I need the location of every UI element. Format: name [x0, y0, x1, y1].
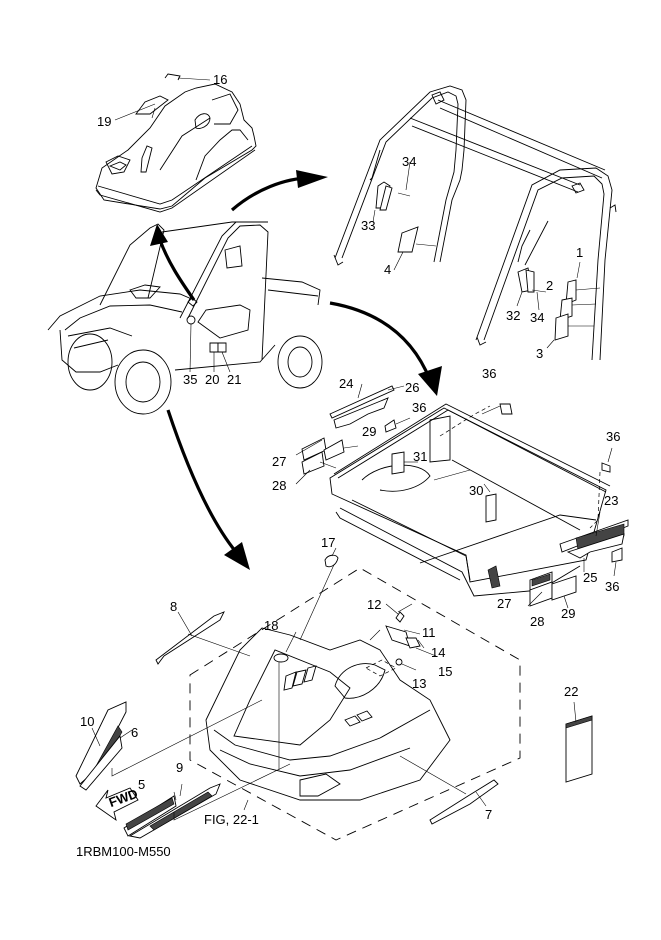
callout-8: 8	[170, 599, 177, 614]
callout-36-bed-center: 36	[482, 366, 496, 381]
roll-cage	[333, 85, 617, 361]
arrow-to-console	[150, 224, 196, 301]
callout-28-left: 28	[272, 478, 286, 493]
callout-17: 17	[321, 535, 335, 550]
callout-5: 5	[138, 777, 145, 792]
callout-21: 21	[227, 372, 241, 387]
callout-11: 11	[422, 625, 436, 640]
callout-30: 30	[469, 483, 483, 498]
callout-26: 26	[405, 380, 419, 395]
callout-36-bed-top: 36	[412, 400, 426, 415]
callout-33: 33	[361, 218, 375, 233]
callout-13: 13	[412, 676, 426, 691]
vehicle-overview	[47, 221, 323, 415]
callout-31: 31	[413, 449, 427, 464]
callout-7: 7	[485, 807, 492, 822]
fig-reference: FIG, 22-1	[204, 812, 259, 827]
callout-29-left: 29	[362, 424, 376, 439]
callout-24: 24	[339, 376, 353, 391]
console-cover	[95, 73, 257, 213]
callout-14: 14	[431, 645, 445, 660]
callout-36-right-upper: 36	[606, 429, 620, 444]
arrow-to-rops	[230, 170, 328, 212]
callout-10: 10	[80, 714, 94, 729]
figure-code: 1RBM100-M550	[76, 844, 171, 859]
callout-6: 6	[131, 725, 138, 740]
callout-22: 22	[564, 684, 578, 699]
callout-28-right: 28	[530, 614, 544, 629]
callout-19: 19	[97, 114, 111, 129]
arrow-to-hood	[166, 409, 250, 570]
callout-16: 16	[213, 72, 227, 87]
callout-9: 9	[176, 760, 183, 775]
cargo-bed	[295, 383, 629, 609]
callout-34-lower: 34	[530, 310, 544, 325]
arrow-to-bed	[329, 301, 442, 396]
callout-18: 18	[264, 618, 278, 633]
callout-1: 1	[576, 245, 583, 260]
callout-15: 15	[438, 664, 452, 679]
caution-booklet	[565, 701, 593, 783]
callout-35: 35	[183, 372, 197, 387]
callout-2: 2	[546, 278, 553, 293]
callout-32: 32	[506, 308, 520, 323]
callout-12: 12	[367, 597, 381, 612]
callout-3: 3	[536, 346, 543, 361]
callout-25: 25	[583, 570, 597, 585]
callout-20: 20	[205, 372, 219, 387]
callout-23: 23	[604, 493, 618, 508]
callout-34-upper: 34	[402, 154, 416, 169]
callout-4: 4	[384, 262, 391, 277]
hood-assembly: FWD	[75, 547, 521, 841]
callout-27-left: 27	[272, 454, 286, 469]
callout-36-right-lower: 36	[605, 579, 619, 594]
callout-27-right: 27	[497, 596, 511, 611]
callout-29-right: 29	[561, 606, 575, 621]
